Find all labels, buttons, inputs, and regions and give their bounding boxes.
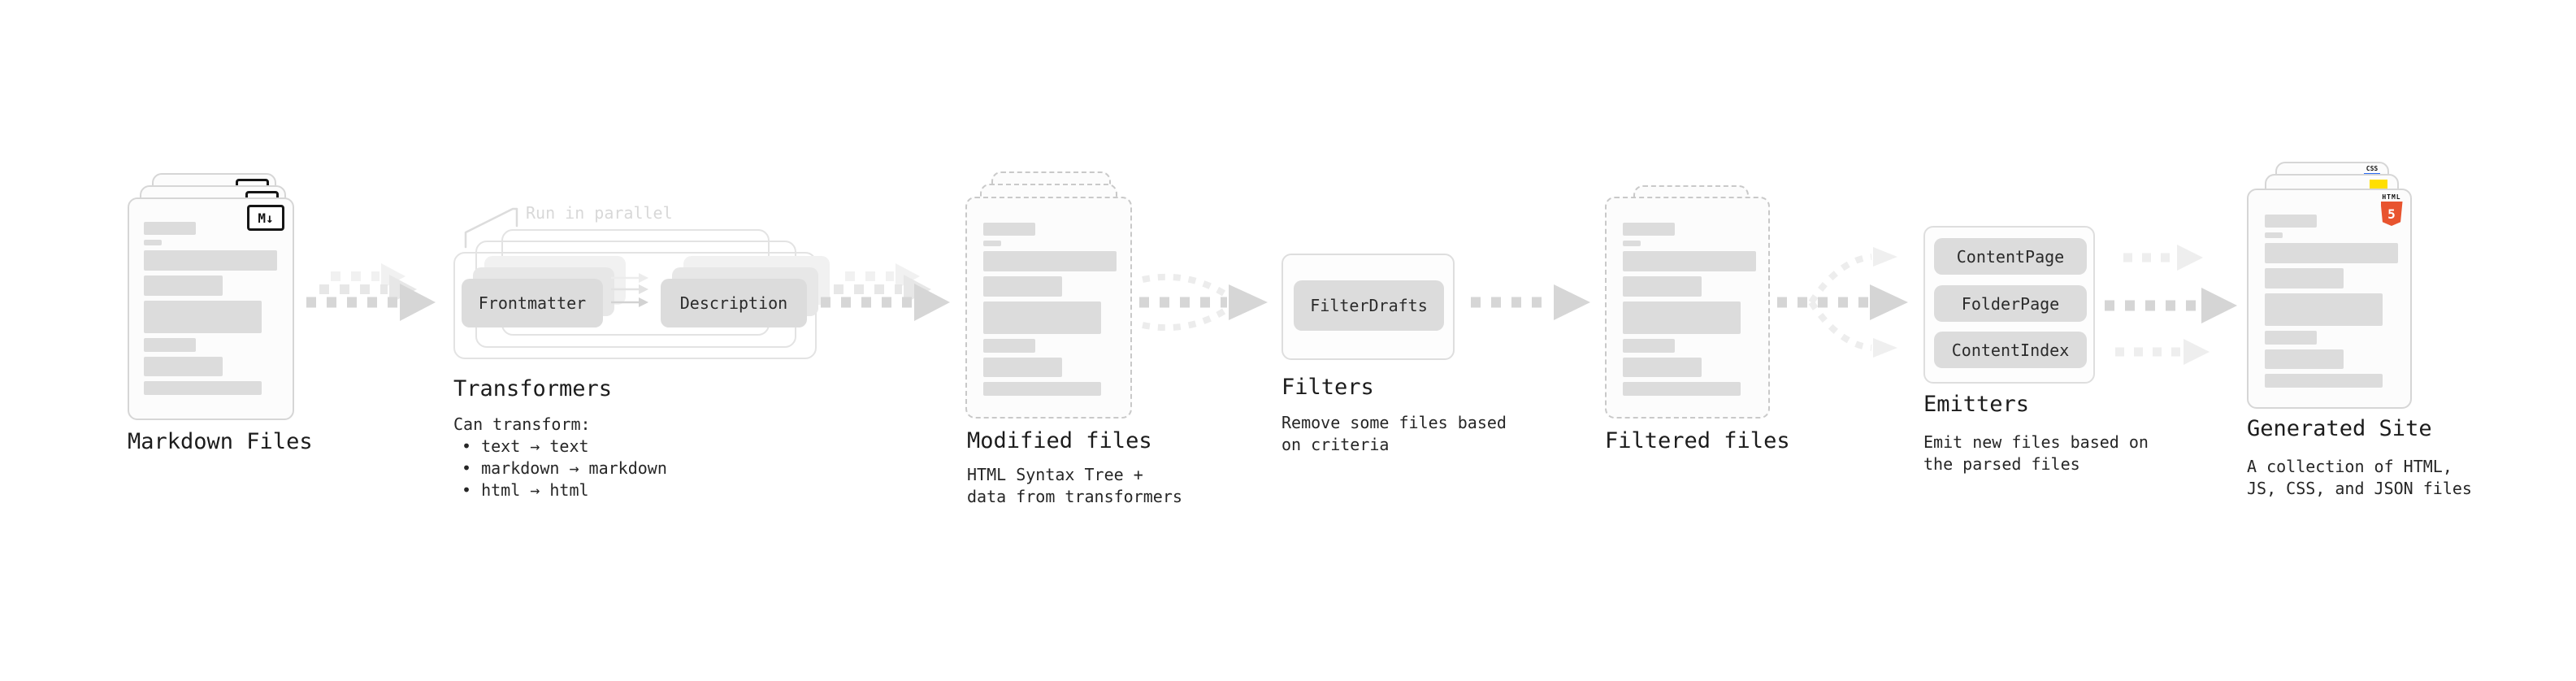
stage-description: Emit new files based on the parsed files xyxy=(1923,432,2149,475)
skeleton-bar xyxy=(144,301,262,333)
leader-line xyxy=(464,207,518,249)
skeleton-bar xyxy=(1623,241,1641,246)
stage-title: Modified files xyxy=(967,428,1152,453)
frontmatter-chip: Frontmatter xyxy=(462,279,603,327)
desc-line: • text → text xyxy=(462,436,589,456)
skeleton-bar xyxy=(983,223,1035,236)
skeleton-bar xyxy=(2265,268,2344,288)
desc-line: the parsed files xyxy=(1923,454,2080,474)
file-card-front: M↓ xyxy=(128,197,294,420)
skeleton-bar xyxy=(1623,358,1702,377)
skeleton-text xyxy=(2265,215,2398,393)
flow-arrow-fan-out xyxy=(1777,247,1908,358)
desc-line: Emit new files based on xyxy=(1923,432,2149,452)
skeleton-bar xyxy=(2265,243,2398,263)
file-card-front xyxy=(965,197,1132,419)
skeleton-bar xyxy=(1623,223,1675,236)
flow-arrow xyxy=(1471,284,1590,320)
flow-arrows-parallel xyxy=(2105,245,2237,365)
flow-arrow-stacked xyxy=(821,263,950,321)
skeleton-text xyxy=(144,222,277,400)
skeleton-bar xyxy=(983,301,1101,334)
skeleton-bar xyxy=(144,275,223,296)
skeleton-bar xyxy=(2265,293,2383,326)
js-icon xyxy=(2370,180,2387,190)
stage-title: Generated Site xyxy=(2247,416,2432,441)
skeleton-bar xyxy=(2265,349,2344,369)
skeleton-bar xyxy=(983,251,1117,271)
skeleton-bar xyxy=(1623,339,1675,353)
desc-line: on criteria xyxy=(1281,435,1390,454)
desc-line: HTML Syntax Tree + xyxy=(967,465,1143,484)
file-card-front: HTML 5 xyxy=(2247,189,2412,409)
skeleton-text xyxy=(1623,223,1756,401)
flow-arrow-stacked xyxy=(306,263,436,321)
skeleton-bar xyxy=(144,381,262,395)
skeleton-bar xyxy=(144,338,196,352)
stage-title: Filtered files xyxy=(1605,428,1790,453)
skeleton-bar xyxy=(1623,301,1741,334)
run-in-parallel-note: Run in parallel xyxy=(526,203,673,223)
content-page-chip: ContentPage xyxy=(1934,238,2087,275)
stage-description: HTML Syntax Tree + data from transformer… xyxy=(967,464,1182,508)
content-index-chip: ContentIndex xyxy=(1934,332,2087,368)
chip-flow-arrows-icon xyxy=(611,273,648,307)
skeleton-bar xyxy=(2265,232,2283,238)
stage-title: Emitters xyxy=(1923,392,2030,417)
markdown-icon: M↓ xyxy=(247,205,284,231)
skeleton-bar xyxy=(1623,382,1741,396)
skeleton-bar xyxy=(983,358,1062,377)
skeleton-bar xyxy=(2265,331,2317,345)
skeleton-bar xyxy=(144,240,162,245)
skeleton-bar xyxy=(983,339,1035,353)
skeleton-bar xyxy=(1623,276,1702,297)
desc-line: Remove some files based xyxy=(1281,413,1507,432)
desc-line: JS, CSS, and JSON files xyxy=(2247,479,2472,498)
skeleton-bar xyxy=(1623,251,1756,271)
stage-title: Transformers xyxy=(453,376,613,401)
stage-description: A collection of HTML, JS, CSS, and JSON … xyxy=(2247,456,2472,500)
skeleton-text xyxy=(983,223,1117,401)
stage-title: Filters xyxy=(1281,375,1374,400)
desc-line: • html → html xyxy=(462,480,589,500)
file-card-front xyxy=(1605,197,1770,419)
skeleton-bar xyxy=(144,357,223,376)
desc-line: • markdown → markdown xyxy=(462,458,667,478)
desc-line: Can transform: xyxy=(453,414,591,434)
skeleton-bar xyxy=(2265,215,2317,228)
filter-drafts-chip: FilterDrafts xyxy=(1294,280,1444,331)
stage-description: Remove some files based on criteria xyxy=(1281,412,1507,456)
description-chip: Description xyxy=(661,279,807,327)
desc-line: A collection of HTML, xyxy=(2247,457,2452,476)
stage-title: Markdown Files xyxy=(128,429,313,454)
skeleton-bar xyxy=(2265,374,2383,388)
flow-arrow-merge xyxy=(1139,273,1268,332)
desc-line: data from transformers xyxy=(967,487,1182,506)
folder-page-chip: FolderPage xyxy=(1934,285,2087,322)
html5-icon: HTML 5 xyxy=(2379,193,2404,226)
skeleton-bar xyxy=(983,241,1001,246)
stage-description: Can transform: • text → text • markdown … xyxy=(453,414,667,501)
skeleton-bar xyxy=(983,382,1101,396)
skeleton-bar xyxy=(983,276,1062,297)
skeleton-bar xyxy=(144,250,277,271)
skeleton-bar xyxy=(144,222,196,235)
